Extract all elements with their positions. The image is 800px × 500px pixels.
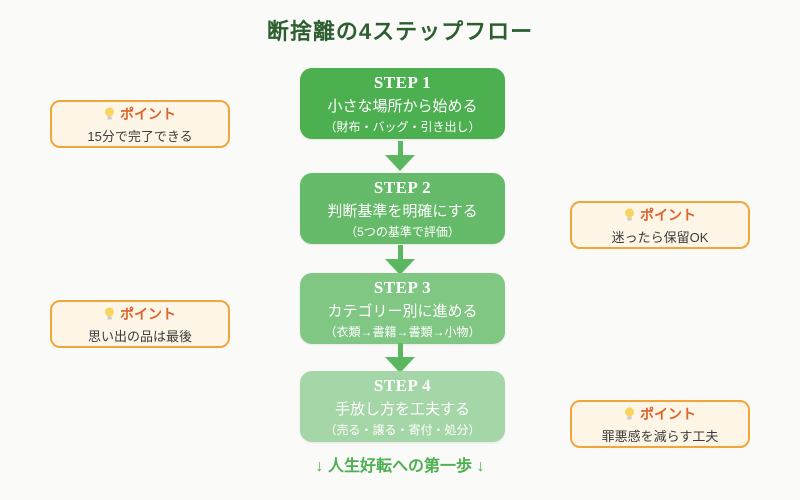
step-note: （財布・バッグ・引き出し）	[324, 119, 481, 134]
arrow-head	[385, 155, 415, 171]
point-header: ポイント	[624, 205, 696, 225]
step-label: STEP 4	[373, 375, 432, 395]
lightbulb-icon	[105, 107, 114, 120]
lightbulb-icon	[625, 208, 634, 221]
point-header: ポイント	[624, 404, 696, 424]
point-callout-3: ポイント 思い出の品は最後	[50, 300, 230, 348]
arrow-head	[385, 357, 415, 373]
arrow-head	[385, 259, 415, 275]
step-label: STEP 1	[373, 72, 432, 92]
arrow-stem	[397, 245, 403, 259]
step-box-1: STEP 1 小さな場所から始める （財布・バッグ・引き出し）	[300, 68, 505, 139]
step-box-4: STEP 4 手放し方を工夫する （売る・譲る・寄付・処分）	[300, 371, 505, 442]
step-box-2: STEP 2 判断基準を明確にする （5つの基準で評価）	[300, 173, 505, 244]
step-box-3: STEP 3 カテゴリー別に進める （衣類→書籍→書類→小物）	[300, 273, 505, 344]
point-label: ポイント	[640, 405, 696, 422]
point-text: 思い出の品は最後	[87, 328, 192, 344]
step-note: （売る・譲る・寄付・処分）	[324, 422, 481, 437]
point-header: ポイント	[104, 304, 176, 324]
arrow-stem	[397, 343, 403, 357]
point-callout-1: ポイント 15分で完了できる	[50, 100, 230, 148]
step-note: （5つの基準で評価）	[345, 224, 460, 239]
step-title: 小さな場所から始める	[327, 97, 478, 115]
arrow-down-icon	[385, 343, 415, 373]
point-callout-2: ポイント 迷ったら保留OK	[570, 201, 750, 249]
point-label: ポイント	[120, 305, 176, 322]
point-header: ポイント	[104, 104, 176, 124]
step-note: （衣類→書籍→書類→小物）	[324, 324, 481, 339]
arrow-stem	[397, 141, 403, 155]
point-callout-4: ポイント 罪悪感を減らす工夫	[570, 400, 750, 448]
arrow-down-icon	[385, 245, 415, 275]
step-label: STEP 2	[373, 177, 432, 197]
step-title: 手放し方を工夫する	[334, 400, 470, 418]
lightbulb-icon	[625, 407, 634, 420]
step-title: 判断基準を明確にする	[327, 202, 478, 220]
arrow-down-icon	[385, 141, 415, 171]
step-label: STEP 3	[373, 277, 432, 297]
point-text: 罪悪感を減らす工夫	[601, 428, 719, 444]
page-title: 断捨離の4ステップフロー	[266, 19, 534, 44]
point-text: 迷ったら保留OK	[611, 229, 709, 245]
step-title: カテゴリー別に進める	[327, 302, 478, 320]
point-text: 15分で完了できる	[87, 128, 193, 144]
lightbulb-icon	[105, 307, 114, 320]
point-label: ポイント	[120, 105, 176, 122]
footer-note: ↓ 人生好転への第一歩 ↓	[315, 458, 485, 475]
point-label: ポイント	[640, 206, 696, 223]
